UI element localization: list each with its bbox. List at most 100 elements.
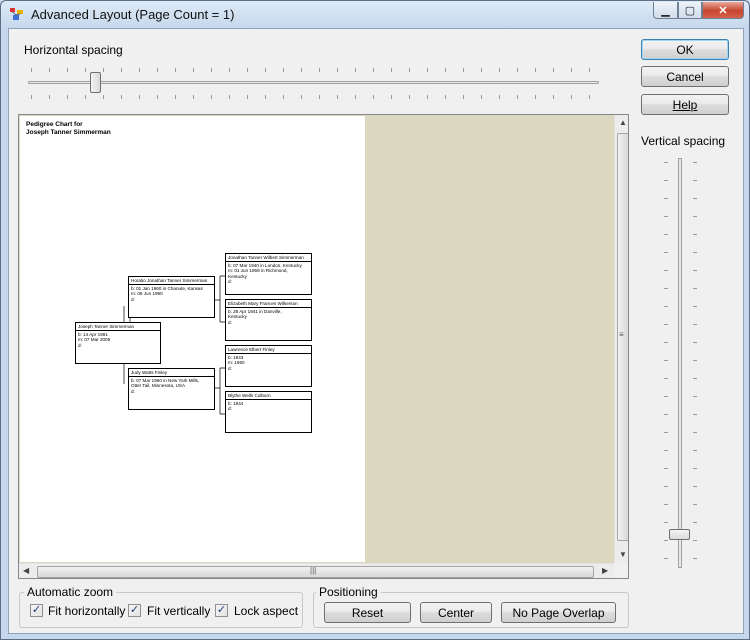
- tick-mark: [664, 450, 668, 451]
- fit-vertically-label[interactable]: Fit vertically: [147, 604, 211, 618]
- minimize-button[interactable]: ▁: [653, 2, 678, 19]
- reset-button[interactable]: Reset: [324, 602, 411, 623]
- person-box-paternal-grandfather[interactable]: Jonathan Tanner Wilbert Simmerman b: 07 …: [225, 253, 312, 295]
- checkmark-icon: ✓: [129, 604, 140, 616]
- grip-icon: |||: [310, 566, 317, 575]
- maximize-button[interactable]: ▢: [678, 2, 702, 19]
- tick-mark: [693, 486, 697, 487]
- tick-mark: [445, 95, 446, 99]
- preview-page[interactable]: Pedigree Chart for Joseph Tanner Simmerm…: [20, 116, 365, 562]
- tick-mark: [664, 558, 668, 559]
- fit-horizontally-checkbox[interactable]: ✓: [30, 604, 43, 617]
- vertical-spacing-thumb[interactable]: [669, 529, 690, 540]
- help-button[interactable]: Help: [641, 94, 729, 115]
- horizontal-spacing-track[interactable]: [28, 81, 599, 84]
- tick-mark: [693, 450, 697, 451]
- scroll-right-icon[interactable]: ▶: [602, 566, 609, 575]
- tick-mark: [664, 180, 668, 181]
- horizontal-spacing-thumb[interactable]: [90, 72, 102, 93]
- person-box-father[interactable]: Horatio Jonathan Tanner Simmerman b: 01 …: [128, 276, 215, 318]
- person-detail: d:: [78, 342, 82, 348]
- tick-mark: [175, 95, 176, 99]
- minimize-icon: ▁: [661, 4, 670, 17]
- title-bar[interactable]: Advanced Layout (Page Count = 1) ▁ ▢ ✕: [1, 1, 749, 28]
- cancel-button[interactable]: Cancel: [641, 66, 729, 87]
- maximize-icon: ▢: [684, 4, 696, 17]
- chart-title-line-1: Pedigree Chart for: [26, 121, 83, 128]
- close-button[interactable]: ✕: [702, 2, 744, 19]
- person-detail: Kentucky: [228, 273, 247, 279]
- tick-mark: [157, 68, 158, 72]
- tick-mark: [373, 68, 374, 72]
- tick-mark: [553, 95, 554, 99]
- preview-horizontal-scroll-thumb[interactable]: |||: [37, 566, 594, 578]
- person-detail: m: 06 Jun 1990: [131, 291, 163, 297]
- fit-horizontally-label[interactable]: Fit horizontally: [48, 604, 126, 618]
- tick-mark: [571, 95, 572, 99]
- tick-mark: [693, 324, 697, 325]
- vertical-spacing-track[interactable]: [678, 158, 682, 568]
- tick-mark: [693, 198, 697, 199]
- person-box-maternal-grandmother[interactable]: Blythe Wells Colburn b: 1944 d:: [225, 391, 312, 433]
- tick-mark: [693, 558, 697, 559]
- tick-mark: [337, 68, 338, 72]
- person-detail: b: 01 Jan 1960 in Chanute, Kansas: [131, 286, 203, 292]
- person-box-root[interactable]: Joseph Tanner Simmerman b: 14 Apr 1991 m…: [75, 322, 161, 364]
- person-box-maternal-grandfather[interactable]: Lawrence Elbert Finley b: 1943 m: 1960 d…: [225, 345, 312, 387]
- scroll-corner: [614, 563, 628, 578]
- center-button[interactable]: Center: [420, 602, 492, 623]
- tick-mark: [693, 180, 697, 181]
- layout-preview[interactable]: Pedigree Chart for Joseph Tanner Simmerm…: [18, 114, 629, 579]
- tick-mark: [319, 68, 320, 72]
- tick-mark: [355, 68, 356, 72]
- checkmark-icon: ✓: [31, 604, 42, 616]
- lock-aspect-label[interactable]: Lock aspect: [234, 604, 299, 618]
- preview-vertical-scrollbar[interactable]: ▲ ≡ ▼: [614, 115, 628, 563]
- tick-mark: [535, 68, 536, 72]
- person-detail: b: 28 Apr 1941 in Danville,: [228, 309, 282, 315]
- tick-mark: [535, 95, 536, 99]
- tick-mark: [247, 68, 248, 72]
- tick-mark: [664, 360, 668, 361]
- tick-mark: [85, 95, 86, 99]
- tick-mark: [427, 95, 428, 99]
- person-detail: d:: [131, 296, 135, 302]
- person-detail: m: 01 Jun 1959 in Richmond,: [228, 268, 288, 274]
- no-page-overlap-button[interactable]: No Page Overlap: [501, 602, 616, 623]
- tick-mark: [283, 95, 284, 99]
- person-detail: Otter Tail, Minnesota, USA: [131, 383, 186, 389]
- fit-vertically-checkbox[interactable]: ✓: [128, 604, 141, 617]
- scroll-down-icon[interactable]: ▼: [619, 550, 627, 559]
- tick-mark: [693, 360, 697, 361]
- tick-mark: [121, 68, 122, 72]
- person-name: Judy Watts Finley: [129, 370, 214, 378]
- preview-horizontal-scrollbar[interactable]: ◀ ||| ▶: [19, 563, 614, 578]
- person-detail: m: 1960: [228, 360, 245, 366]
- ok-button[interactable]: OK: [641, 39, 729, 60]
- tick-mark: [139, 68, 140, 72]
- tick-mark: [693, 504, 697, 505]
- scroll-left-icon[interactable]: ◀: [23, 566, 30, 575]
- tick-mark: [391, 68, 392, 72]
- tick-mark: [409, 95, 410, 99]
- tick-mark: [157, 95, 158, 99]
- tick-mark: [355, 95, 356, 99]
- person-detail: m: 07 Mar 2005: [78, 337, 111, 343]
- scroll-up-icon[interactable]: ▲: [619, 118, 627, 127]
- tick-mark: [693, 342, 697, 343]
- tick-mark: [445, 68, 446, 72]
- person-box-mother[interactable]: Judy Watts Finley b: 07 Mar 1960 in New …: [128, 368, 215, 410]
- tick-mark: [67, 68, 68, 72]
- person-detail: b: 07 Mar 1960 in New York Mills,: [131, 378, 200, 384]
- tick-mark: [664, 252, 668, 253]
- tick-mark: [664, 378, 668, 379]
- tick-mark: [85, 68, 86, 72]
- tick-mark: [499, 95, 500, 99]
- tick-mark: [664, 432, 668, 433]
- tick-mark: [301, 68, 302, 72]
- preview-vertical-scroll-thumb[interactable]: ≡: [617, 133, 628, 541]
- person-name: Horatio Jonathan Tanner Simmerman: [129, 278, 214, 286]
- tick-mark: [664, 342, 668, 343]
- person-box-paternal-grandmother[interactable]: Elizabeth Mary Frances Wilkerson b: 28 A…: [225, 299, 312, 341]
- lock-aspect-checkbox[interactable]: ✓: [215, 604, 228, 617]
